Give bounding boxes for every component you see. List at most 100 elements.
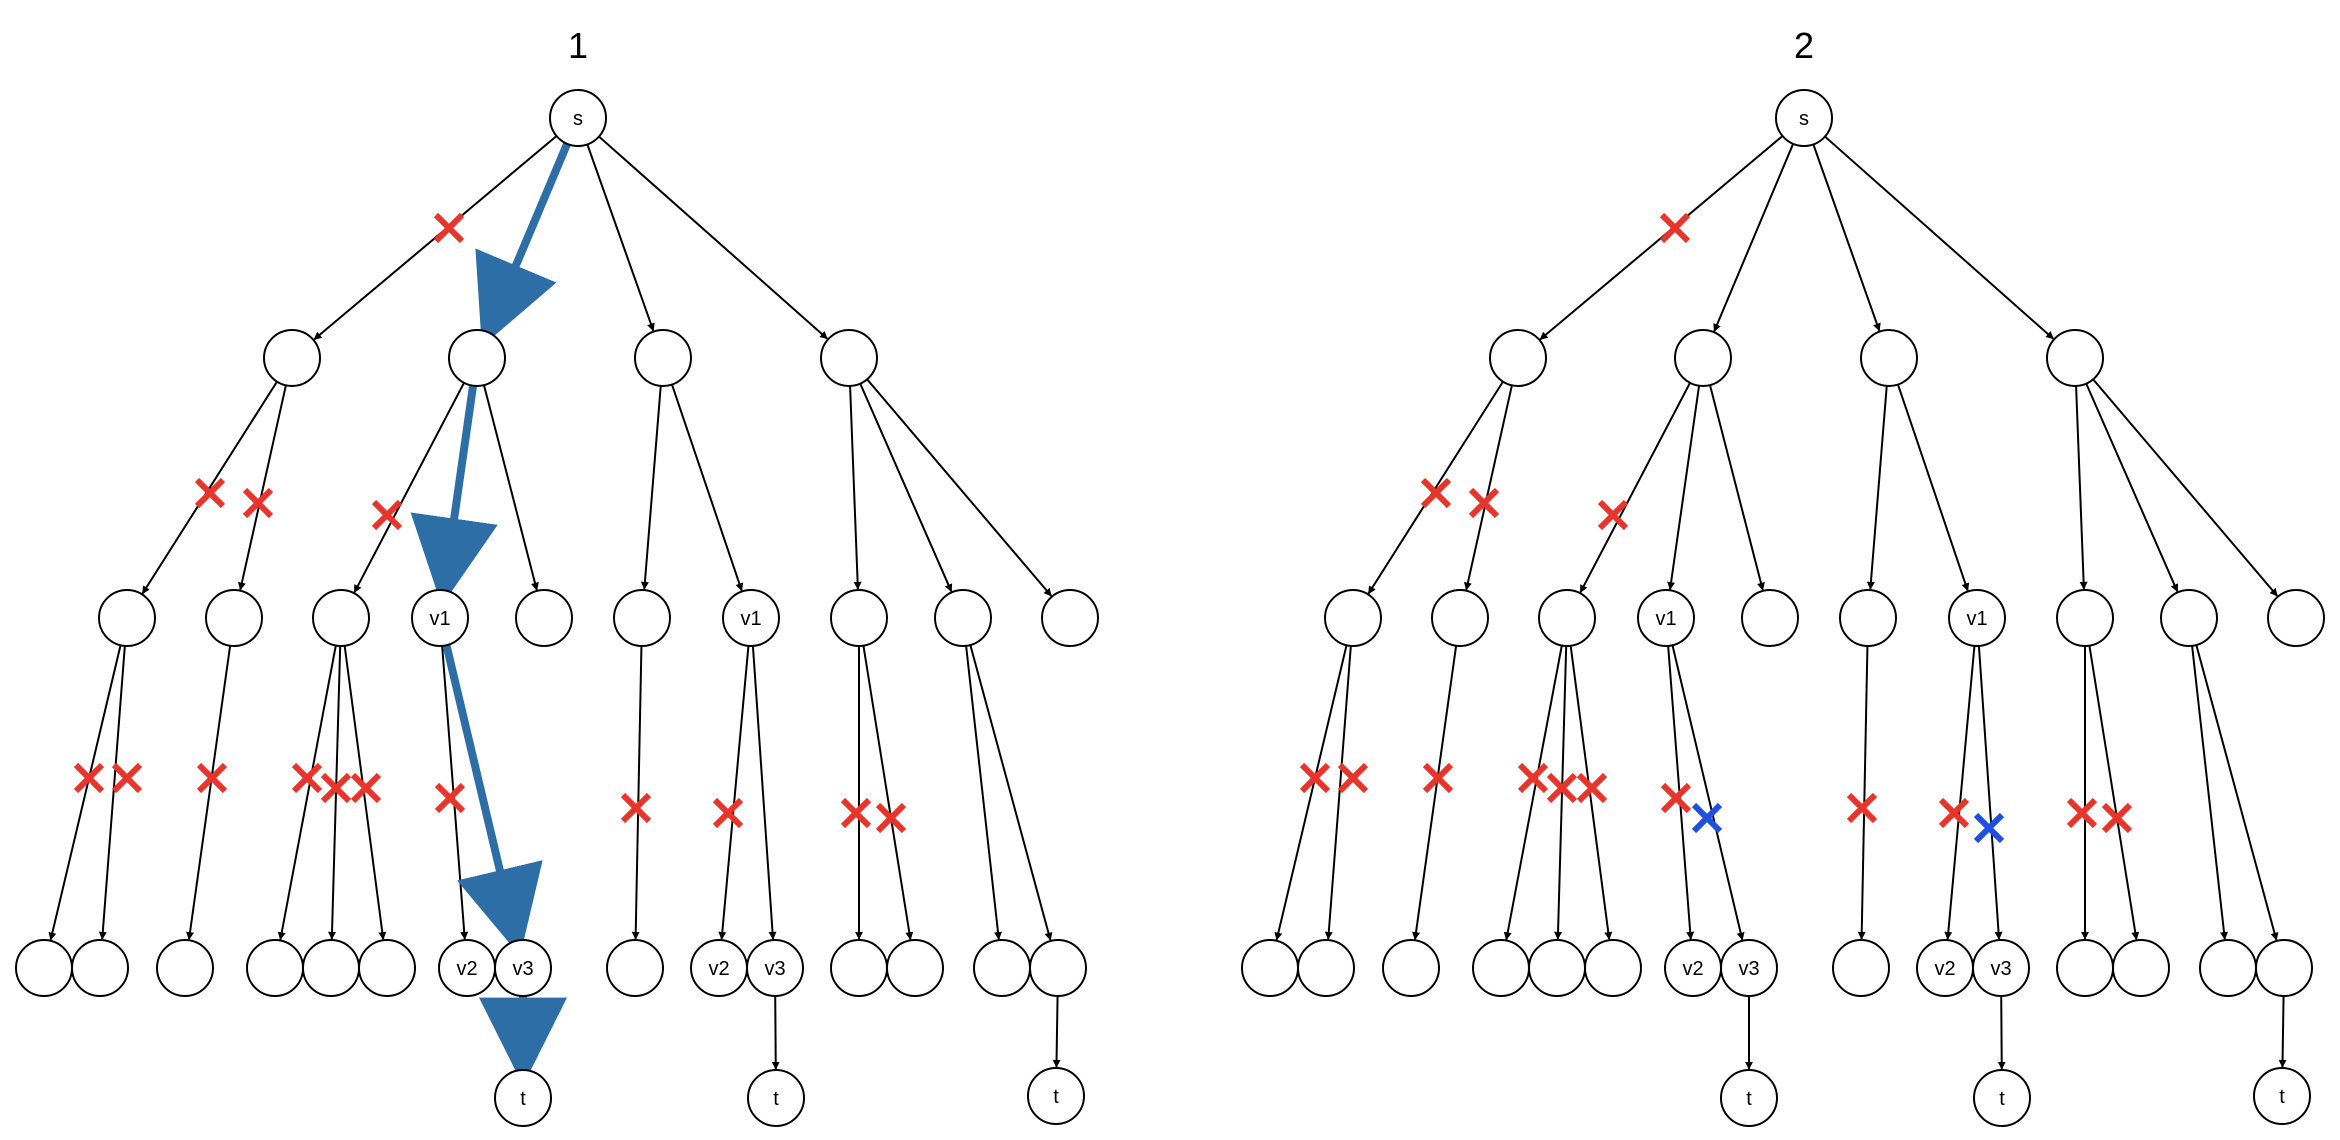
node — [1584, 939, 1642, 997]
node-circle — [358, 939, 416, 997]
cross-layer — [73, 212, 907, 834]
tree-edge — [1412, 645, 1458, 941]
node-circle — [411, 589, 469, 647]
node-circle — [1832, 939, 1890, 997]
tree-edge — [1579, 382, 1691, 594]
tree-edge — [328, 645, 342, 940]
node-circle — [1948, 589, 2006, 647]
node-t: t — [494, 1069, 552, 1127]
tree-edge — [751, 645, 777, 940]
node — [1431, 589, 1489, 647]
node-v2: v2 — [1664, 939, 1722, 997]
node — [71, 939, 129, 997]
node — [2056, 589, 2114, 647]
node-t: t — [2253, 1067, 2311, 1125]
node-circle — [263, 329, 321, 387]
node-circle — [934, 589, 992, 647]
node — [2255, 939, 2313, 997]
tree-edge — [586, 144, 655, 332]
node-circle — [1538, 589, 1596, 647]
node — [1538, 589, 1596, 647]
node-v2: v2 — [438, 939, 496, 997]
node-t: t — [747, 1069, 805, 1127]
node-circle — [494, 939, 552, 997]
red-cross-icon — [73, 762, 105, 794]
node-circle — [1029, 939, 1087, 997]
edge-layer — [48, 135, 1061, 1070]
red-cross-icon — [1576, 772, 1608, 804]
tree-edge — [1897, 384, 1970, 592]
path-arrow — [437, 620, 543, 956]
red-cross-icon — [320, 772, 352, 804]
node — [634, 329, 692, 387]
node-v1: v1 — [722, 589, 780, 647]
node-label: v2 — [1934, 958, 1955, 980]
node-s: s — [549, 89, 607, 147]
node — [1741, 589, 1799, 647]
node-circle — [2112, 939, 2170, 997]
tree-edge — [1367, 381, 1504, 595]
edge-layer — [1274, 135, 2287, 1070]
node-circle — [515, 589, 573, 647]
node — [263, 329, 321, 387]
tree-edge — [1824, 135, 2054, 340]
node-circle — [1973, 1069, 2031, 1127]
red-cross-icon — [1422, 762, 1454, 794]
tree-edge — [2085, 383, 2179, 593]
node — [156, 939, 214, 997]
red-cross-icon — [1659, 212, 1691, 244]
node-circle — [1241, 939, 1299, 997]
node-circle — [1741, 589, 1799, 647]
node-circle — [1860, 329, 1918, 387]
tree-edge — [2088, 645, 2140, 941]
node — [1041, 589, 1099, 647]
highlighted-path — [410, 118, 581, 1086]
node — [886, 939, 944, 997]
node-circle — [634, 329, 692, 387]
tree-edge — [1503, 645, 1563, 941]
node-label: v1 — [740, 608, 761, 630]
node-circle — [1720, 1069, 1778, 1127]
node-circle — [2056, 939, 2114, 997]
red-cross-icon — [1299, 762, 1331, 794]
node-v3: v3 — [1972, 939, 2030, 997]
node-label: v3 — [764, 958, 785, 980]
node — [1297, 939, 1355, 997]
node-circle — [2056, 589, 2114, 647]
node-circle — [830, 939, 888, 997]
red-cross-icon — [291, 762, 323, 794]
blue-cross-icon — [1973, 812, 2005, 844]
tree-edge — [862, 645, 914, 941]
red-cross-icon — [196, 762, 228, 794]
node-circle — [1382, 939, 1440, 997]
node — [15, 939, 73, 997]
node — [2199, 939, 2257, 997]
node-label: t — [520, 1088, 526, 1110]
tree-edge — [859, 383, 953, 593]
node-circle — [1324, 589, 1382, 647]
tree-edge — [1709, 384, 1765, 591]
node — [2112, 939, 2170, 997]
node — [1382, 939, 1440, 997]
node-v3: v3 — [494, 939, 552, 997]
tree-edge — [1977, 645, 2003, 940]
node-label: t — [1746, 1088, 1752, 1110]
tree-edge — [98, 645, 126, 940]
node-circle — [1674, 329, 1732, 387]
node — [1241, 939, 1299, 997]
node-circle — [1775, 89, 1833, 147]
tree-edge — [1274, 645, 1348, 941]
tree-edge — [1857, 645, 1869, 940]
node-label: t — [1053, 1086, 1059, 1108]
node-circle — [1972, 939, 2030, 997]
node — [448, 329, 506, 387]
node — [1489, 329, 1547, 387]
node-circle — [820, 329, 878, 387]
node-circle — [1584, 939, 1642, 997]
tree-edge — [1812, 144, 1881, 332]
cross-layer — [1299, 212, 2133, 844]
node-circle — [2046, 329, 2104, 387]
node-circle — [15, 939, 73, 997]
node-circle — [246, 939, 304, 997]
